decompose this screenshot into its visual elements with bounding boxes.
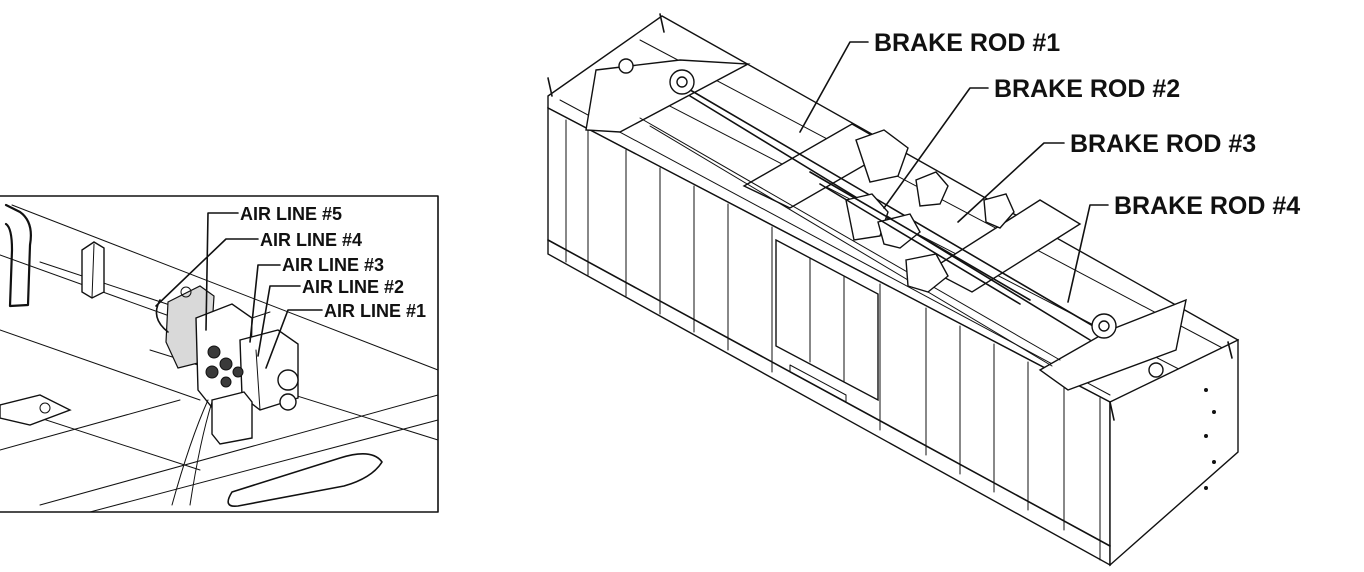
boxcar-main-view: BRAKE ROD #1 BRAKE ROD #2 BRAKE ROD #3 B… xyxy=(547,13,1300,567)
air-line-3-label: AIR LINE #3 xyxy=(282,255,384,275)
brake-rod-1-label: BRAKE ROD #1 xyxy=(874,29,1060,57)
brake-rod-leaders xyxy=(799,41,1109,303)
side-panels xyxy=(547,107,1101,561)
air-line-5-label: AIR LINE #5 xyxy=(240,204,342,224)
roof-structure xyxy=(547,13,1233,421)
air-line-detail-view: AIR LINE #5 AIR LINE #4 AIR LINE #3 AIR … xyxy=(0,195,439,513)
air-line-leaders xyxy=(155,212,323,369)
air-line-1-label: AIR LINE #1 xyxy=(324,301,426,321)
brake-rod-4-label: BRAKE ROD #4 xyxy=(1114,192,1300,220)
brake-rod-3-label: BRAKE ROD #3 xyxy=(1070,130,1256,158)
air-line-2-label: AIR LINE #2 xyxy=(302,277,404,297)
end-wall-rivets xyxy=(1204,388,1216,490)
air-line-4-label: AIR LINE #4 xyxy=(260,230,362,250)
brake-rod-2-label: BRAKE ROD #2 xyxy=(994,75,1180,103)
